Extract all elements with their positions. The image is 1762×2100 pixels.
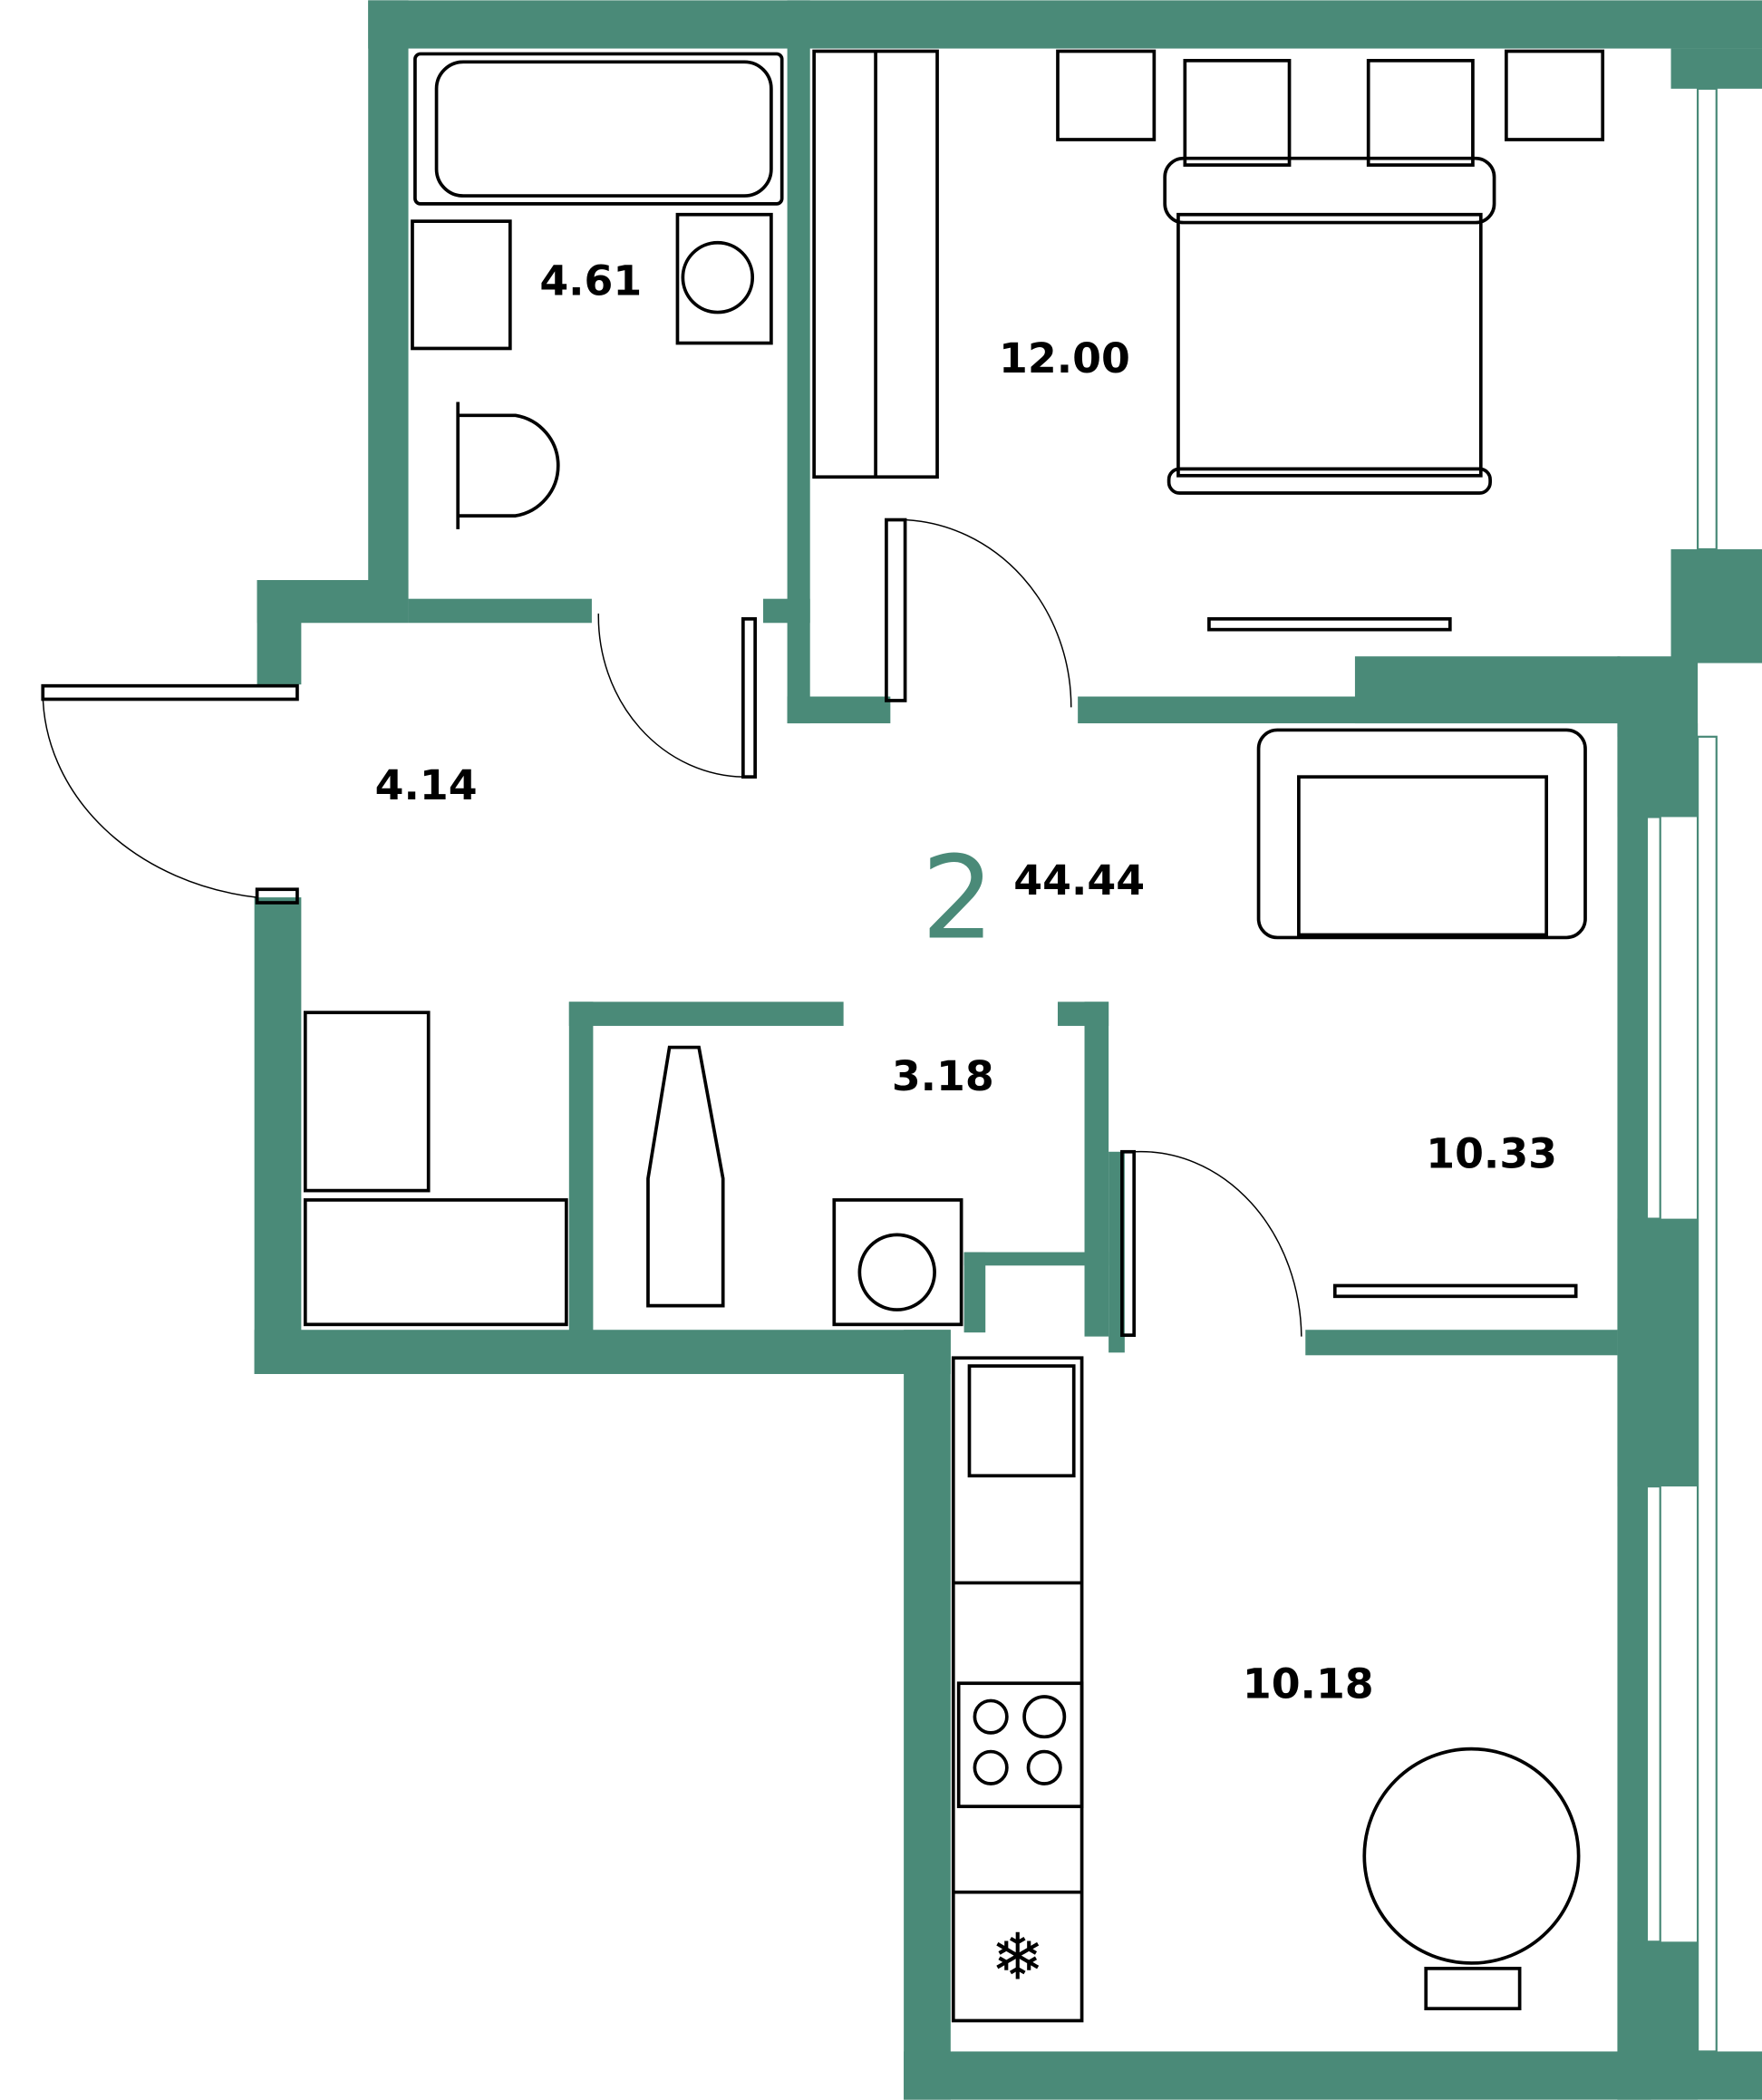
doors xyxy=(41,518,1302,1337)
shelf xyxy=(303,1011,431,1193)
snowflake-icon: ❄ xyxy=(991,1923,1044,1994)
washing-machine xyxy=(675,212,773,345)
toilet xyxy=(456,402,560,529)
dining-table xyxy=(1362,1747,1581,1965)
sofa xyxy=(1256,728,1587,940)
stove xyxy=(956,1681,1084,1808)
bathtub xyxy=(413,52,784,206)
sink xyxy=(411,219,512,351)
area-label: 12.00 xyxy=(999,334,1130,382)
entrance-door xyxy=(41,683,299,702)
bed xyxy=(1163,156,1496,225)
labels: 4.61 12.00 4.14 3.18 10.33 10.18 2 44.44 xyxy=(375,256,1557,1708)
area-label: 4.14 xyxy=(375,760,478,809)
kitchen-counter xyxy=(951,1356,1084,2023)
bedroom-door xyxy=(885,518,907,702)
nightstand xyxy=(1056,49,1157,141)
living-room-door xyxy=(1120,1149,1137,1337)
shoe-rack xyxy=(303,1198,568,1327)
tv-stand xyxy=(1207,616,1452,632)
furniture: ❄ xyxy=(303,49,1605,2023)
area-label: 10.33 xyxy=(1426,1128,1557,1177)
rooms-count: 2 xyxy=(921,830,994,964)
pillow xyxy=(1366,59,1475,167)
area-label: 10.18 xyxy=(1243,1659,1374,1708)
area-label: 4.61 xyxy=(539,256,642,305)
ironing-board xyxy=(646,1045,725,1308)
pillow xyxy=(1183,59,1292,167)
bathroom-door xyxy=(741,616,757,779)
total-area: 44.44 xyxy=(1013,856,1145,905)
dryer xyxy=(832,1198,963,1327)
nightstand xyxy=(1505,49,1605,141)
area-label: 3.18 xyxy=(892,1051,994,1100)
chair xyxy=(1424,1967,1522,2011)
tv-stand xyxy=(1332,1283,1578,1299)
walls xyxy=(254,0,1762,2100)
windows xyxy=(1645,87,1718,2053)
